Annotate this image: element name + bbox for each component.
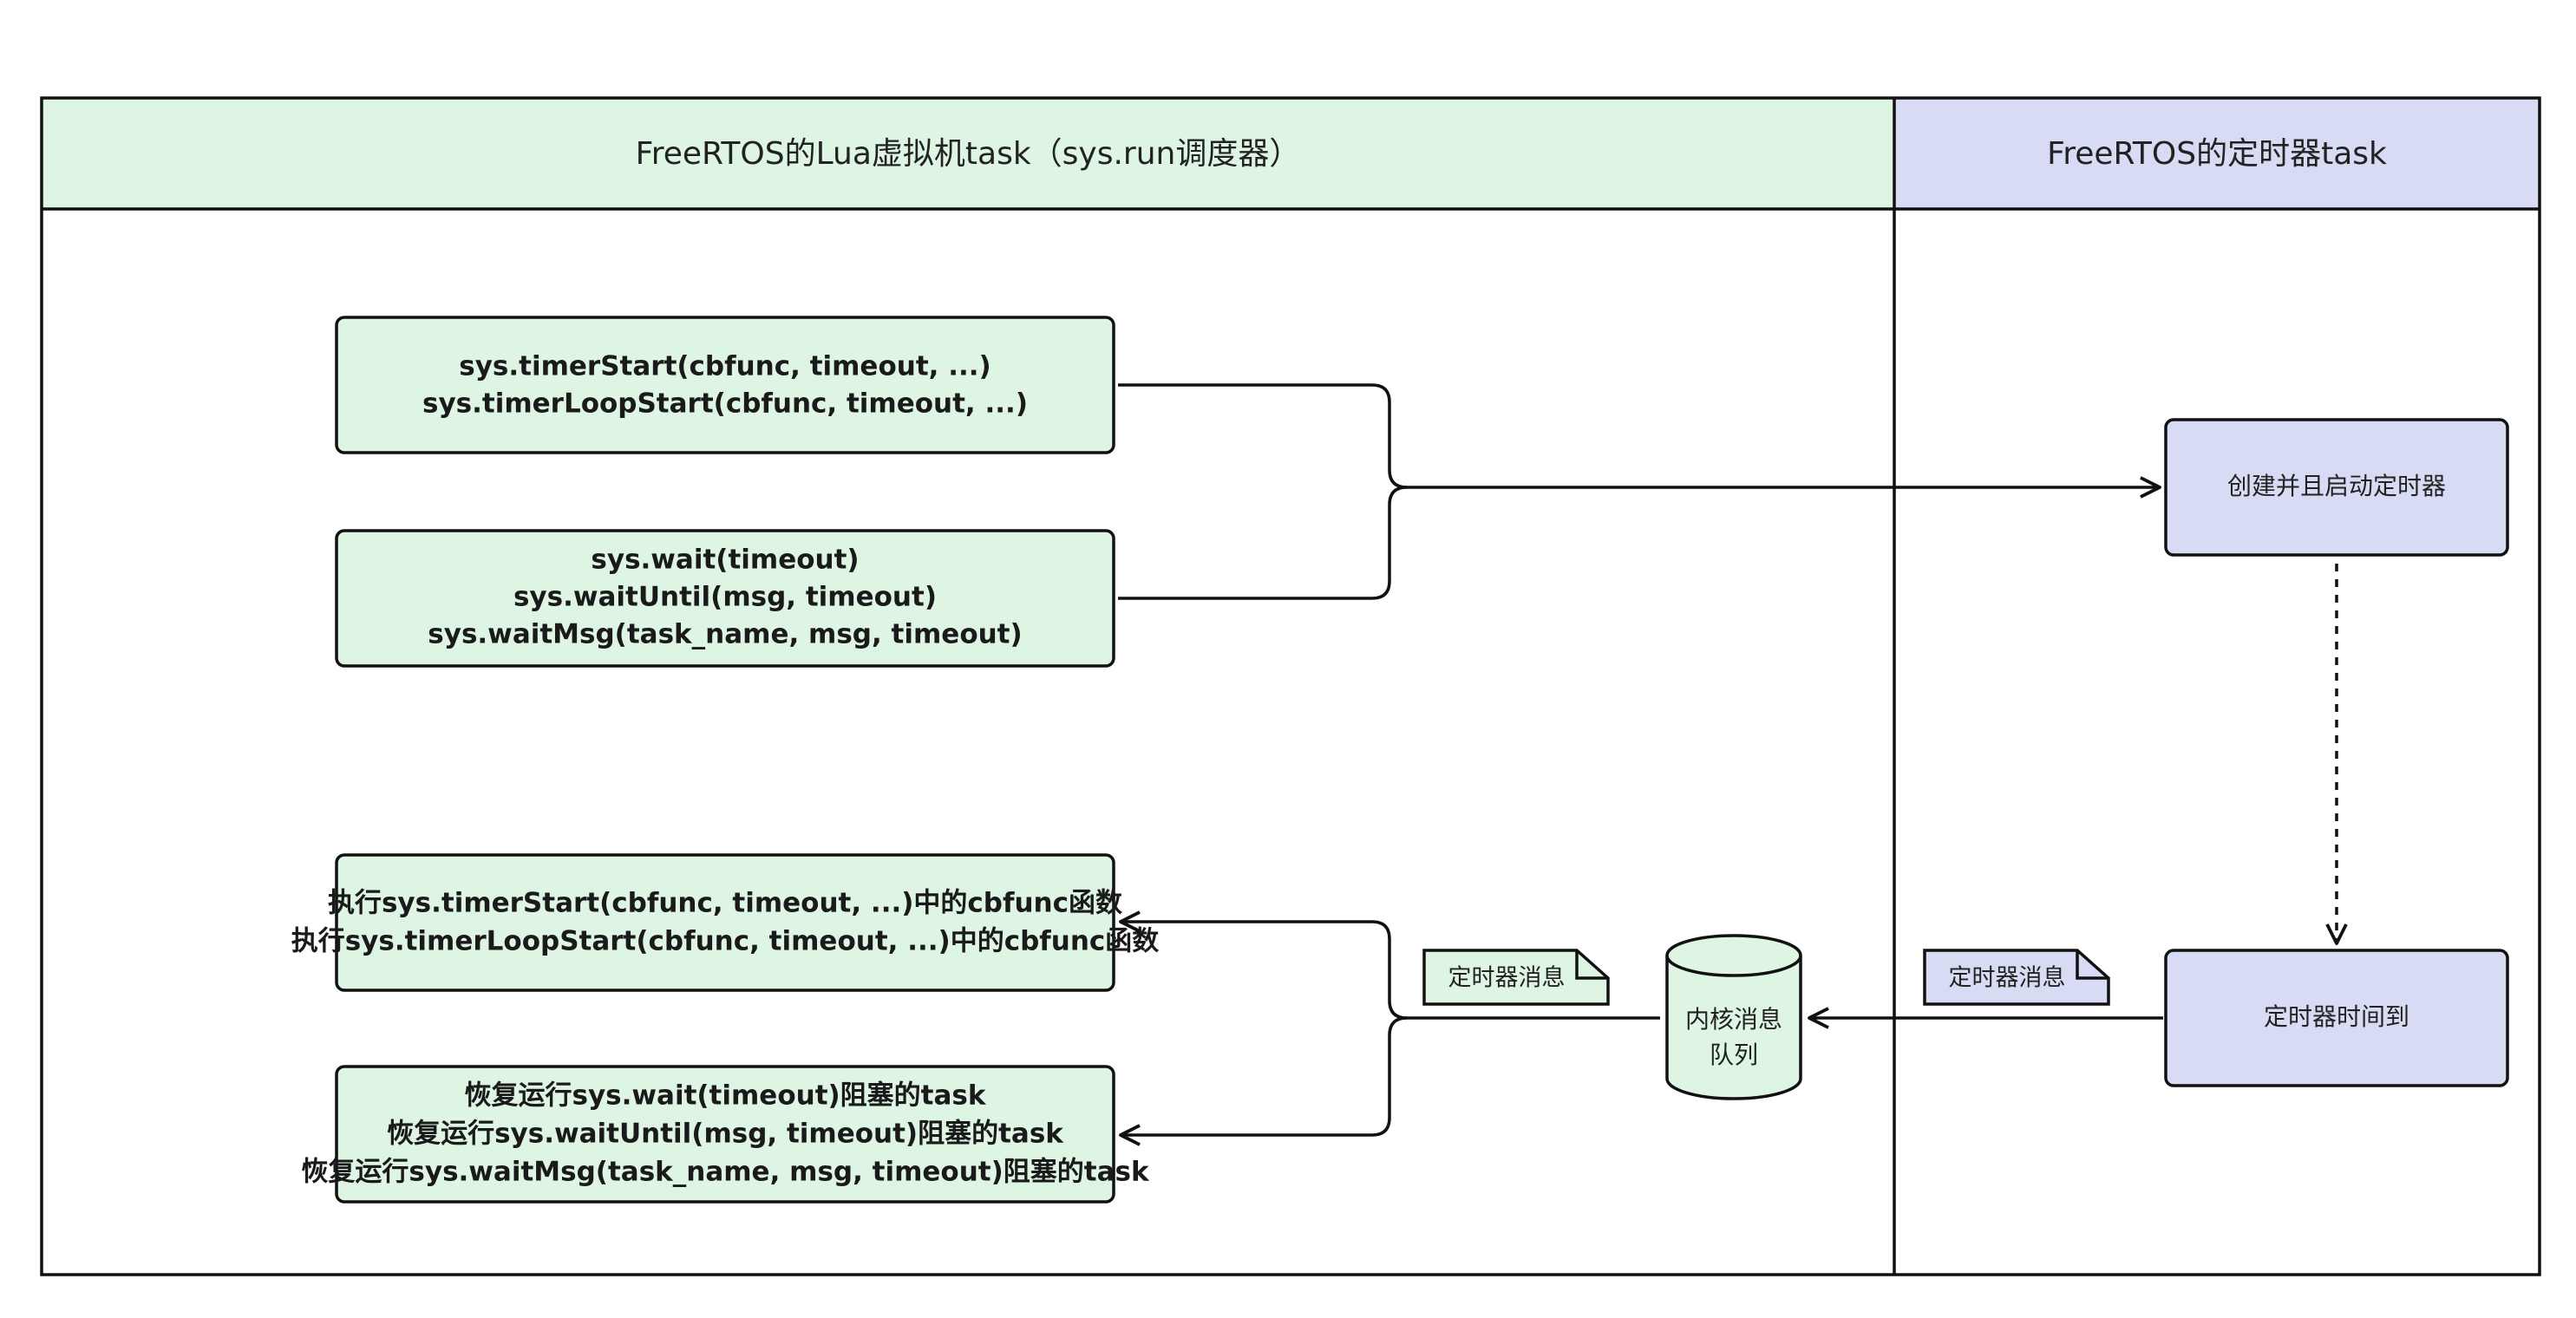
box-timer-start-line-1: sys.timerStart(cbfunc, timeout, ...) — [459, 351, 991, 382]
note-timer-message-lua-side-label: 定时器消息 — [1448, 965, 1566, 992]
lane-title-lua-task: FreeRTOS的Lua虚拟机task（sys.run调度器） — [636, 136, 1301, 172]
box-timer-expire-label: 定时器时间到 — [2264, 1002, 2409, 1031]
kernel-queue-label-line-1: 内核消息 — [1685, 1005, 1782, 1034]
lane-header-lua — [42, 98, 1894, 209]
lane-frame — [40, 96, 2541, 1276]
box-wait-line-3: sys.waitMsg(task_name, msg, timeout) — [428, 619, 1022, 650]
box-wait: sys.wait(timeout) sys.waitUntil(msg, tim… — [335, 529, 1115, 668]
note-timer-message-lua-side: 定时器消息 — [1422, 949, 1610, 1006]
box-timer-start-line-2: sys.timerLoopStart(cbfunc, timeout, ...) — [422, 388, 1028, 420]
box-wait-line-2: sys.waitUntil(msg, timeout) — [513, 582, 937, 613]
box-create-timer: 创建并且启动定时器 — [2164, 418, 2509, 557]
note-timer-message-timer-side-label: 定时器消息 — [1949, 965, 2066, 992]
box-create-timer-label: 创建并且启动定时器 — [2227, 472, 2446, 500]
swimlane-container: FreeRTOS的Lua虚拟机task（sys.run调度器） FreeRTOS… — [40, 96, 2541, 1276]
box-resume-task-line-2: 恢复运行sys.waitUntil(msg, timeout)阻塞的task — [387, 1119, 1064, 1150]
connectors — [1118, 383, 2348, 1146]
edge-queue-to-resume-task — [1119, 1016, 1408, 1146]
edge-wait-to-create-timer — [1118, 486, 1408, 600]
box-exec-cbfunc-line-2: 执行sys.timerLoopStart(cbfunc, timeout, ..… — [291, 926, 1160, 957]
box-resume-task: 恢复运行sys.wait(timeout)阻塞的task 恢复运行sys.wai… — [301, 1065, 1150, 1204]
box-wait-line-1: sys.wait(timeout) — [591, 545, 859, 576]
box-resume-task-line-1: 恢复运行sys.wait(timeout)阻塞的task — [465, 1080, 987, 1112]
edge-queue-to-exec-cbfunc — [1119, 910, 1660, 1020]
lane-header-timer — [1894, 98, 2540, 209]
box-exec-cbfunc: 执行sys.timerStart(cbfunc, timeout, ...)中的… — [291, 853, 1160, 992]
box-timer-start: sys.timerStart(cbfunc, timeout, ...) sys… — [335, 316, 1115, 454]
box-resume-task-line-3: 恢复运行sys.waitMsg(task_name, msg, timeout)… — [301, 1157, 1150, 1188]
box-exec-cbfunc-line-1: 执行sys.timerStart(cbfunc, timeout, ...)中的… — [328, 888, 1122, 919]
kernel-queue-label-line-2: 队列 — [1710, 1041, 1758, 1069]
kernel-queue-cylinder: 内核消息 队列 — [1665, 934, 1802, 1100]
edge-timer-start-to-create-timer — [1118, 383, 2161, 499]
note-timer-message-timer-side: 定时器消息 — [1923, 949, 2110, 1006]
box-timer-expire: 定时器时间到 — [2164, 949, 2509, 1087]
lane-title-timer-task: FreeRTOS的定时器task — [2047, 136, 2387, 172]
